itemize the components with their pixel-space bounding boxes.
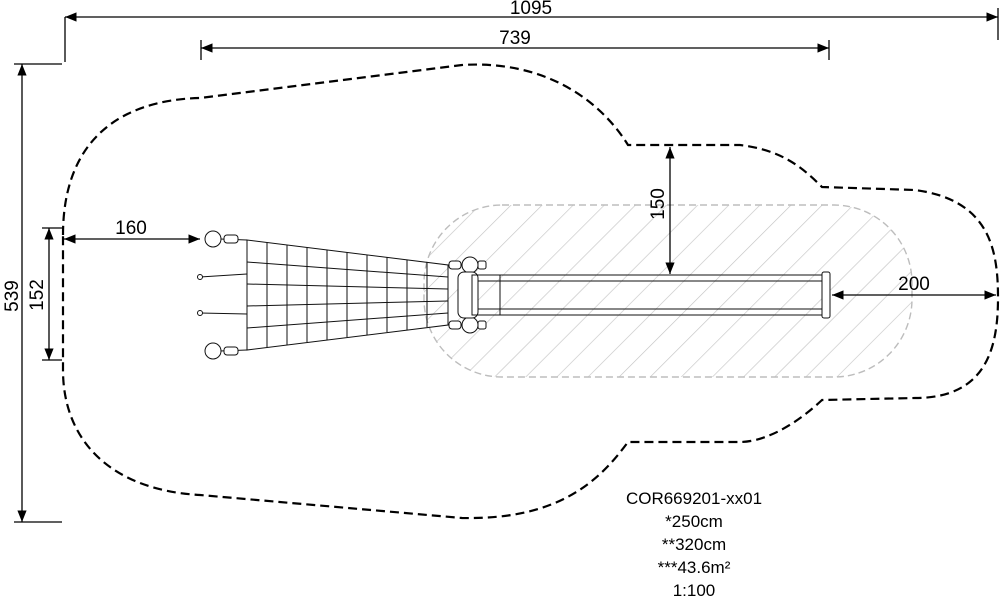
free-height: **320cm [662,535,726,554]
product-code: COR669201-xx01 [626,489,762,508]
slide [457,271,831,319]
scale: 1:100 [673,581,716,600]
top-clearance-label: 150 [648,188,669,220]
dimension-overall-height: 539 [2,63,62,523]
anchor-post-bottom-left [204,342,239,360]
net-height-label: 152 [27,279,48,311]
info-block: COR669201-xx01 *250cm **320cm ***43.6m² … [626,489,762,600]
safety-area: ***43.6m² [658,558,731,577]
fall-height: *250cm [665,512,723,531]
anchor-post-top-left [204,230,239,248]
dimension-right-clearance: 200 [832,274,996,300]
climbing-net [197,238,449,352]
dimension-left-clearance: 160 [64,218,200,244]
safety-zone-outline [61,63,1000,520]
dimension-top-clearance: 150 [648,147,675,274]
impact-area [423,204,913,378]
dimension-overall-width: 1095 [64,0,999,62]
anchor-post-top-right [448,256,487,274]
dimension-inner-width: 739 [200,28,830,60]
anchor-post-bottom-right [448,316,487,334]
inner-width-label: 739 [499,28,531,49]
right-clearance-label: 200 [898,274,930,295]
left-clearance-label: 160 [115,218,147,239]
overall-height-label: 539 [2,280,23,312]
overall-width-label: 1095 [510,0,552,19]
dimension-net-height: 152 [27,227,62,361]
